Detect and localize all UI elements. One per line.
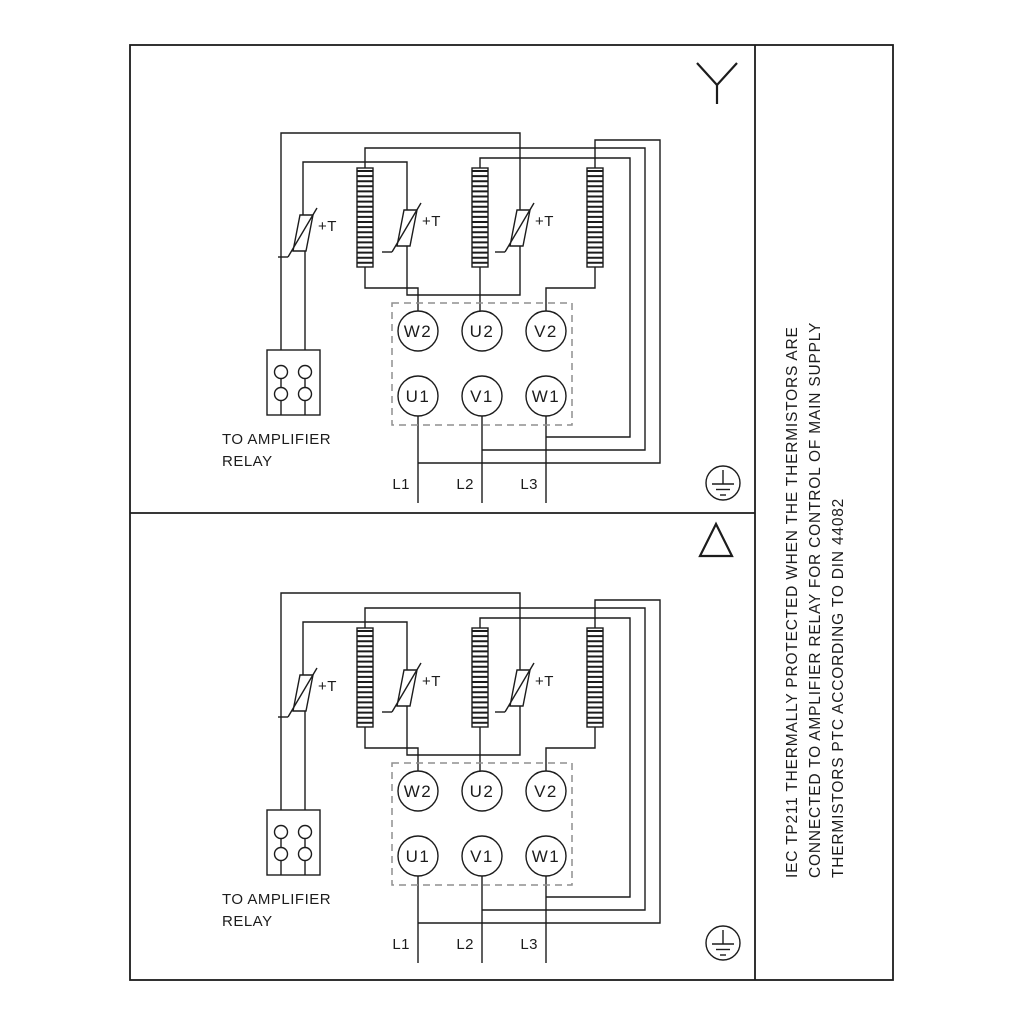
supply-label-l3: L3: [520, 476, 538, 493]
delta-symbol: [698, 521, 734, 558]
thermistor-label: +T: [535, 213, 554, 230]
terminal-v1: [461, 375, 503, 417]
stator-winding-2: [471, 167, 489, 268]
terminal-label-u2: U2: [470, 322, 495, 341]
terminal-label-v1: V1: [470, 387, 494, 406]
star-symbol: [696, 62, 738, 104]
terminal-v2: [525, 770, 567, 812]
thermistor-label: +T: [318, 678, 337, 695]
terminal-v2: [525, 310, 567, 352]
stator-winding-3: [586, 167, 604, 268]
terminal-label-v1: V1: [470, 847, 494, 866]
side-note-line-1: IEC TP211 THERMALLY PROTECTED WHEN THE T…: [784, 326, 801, 878]
relay-note-line-1: TO AMPLIFIER: [222, 891, 331, 908]
ground-icon: [705, 465, 741, 501]
terminal-label-u1: U1: [406, 847, 431, 866]
motor-terminal-block: W2 U2 V2 U1 V1 W1: [391, 302, 573, 426]
terminal-label-u1: U1: [406, 387, 431, 406]
supply-label-l1: L1: [392, 936, 410, 953]
terminal-label-w1: W1: [532, 387, 561, 406]
terminal-block-outline: [391, 762, 573, 886]
relay-note-line-2: RELAY: [222, 453, 273, 470]
relay-terminal: [297, 846, 313, 862]
motor-terminal-block: W2 U2 V2 U1 V1 W1: [391, 762, 573, 886]
thermistor-3: +T: [495, 202, 554, 253]
relay-terminal: [297, 364, 313, 380]
terminal-label-v2: V2: [534, 322, 558, 341]
supply-label-l3: L3: [520, 936, 538, 953]
relay-terminal: [297, 824, 313, 840]
terminal-w2: [397, 310, 439, 352]
supply-label-l2: L2: [456, 936, 474, 953]
terminal-label-w2: W2: [404, 782, 433, 801]
side-note: IEC TP211 THERMALLY PROTECTED WHEN THE T…: [784, 322, 847, 878]
thermistor-label: +T: [422, 673, 441, 690]
relay-terminal: [273, 846, 289, 862]
relay-terminal: [273, 364, 289, 380]
panel-star-connection: +T +T +T TO AMPLIFIER RELAY: [222, 62, 741, 503]
terminal-label-v2: V2: [534, 782, 558, 801]
stator-winding-3: [586, 627, 604, 728]
stator-winding-2: [471, 627, 489, 728]
relay-terminal: [273, 824, 289, 840]
thermistor-2: +T: [382, 202, 441, 253]
amplifier-relay-terminal-block: [266, 349, 321, 416]
stator-winding-1: [356, 627, 374, 728]
thermistor-label: +T: [318, 218, 337, 235]
thermistor-1: +T: [278, 207, 337, 258]
terminal-label-w1: W1: [532, 847, 561, 866]
terminal-u1: [397, 835, 439, 877]
thermistor-label: +T: [422, 213, 441, 230]
side-note-line-3: THERMISTORS PTC ACCORDING TO DIN 44082: [830, 498, 847, 878]
supply-label-l1: L1: [392, 476, 410, 493]
relay-terminal: [297, 386, 313, 402]
terminal-block-outline: [391, 302, 573, 426]
terminal-u2: [461, 770, 503, 812]
terminal-v1: [461, 835, 503, 877]
relay-note-line-1: TO AMPLIFIER: [222, 431, 331, 448]
stator-winding-1: [356, 167, 374, 268]
wiring: [280, 132, 661, 503]
supply-label-l2: L2: [456, 476, 474, 493]
amplifier-relay-terminal-block: [266, 809, 321, 876]
terminal-w1: [525, 835, 567, 877]
terminal-w2: [397, 770, 439, 812]
side-note-line-2: CONNECTED TO AMPLIFIER RELAY FOR CONTROL…: [807, 322, 824, 878]
thermistor-3: +T: [495, 662, 554, 713]
thermistor-1: +T: [278, 667, 337, 718]
terminal-label-u2: U2: [470, 782, 495, 801]
terminal-u2: [461, 310, 503, 352]
terminal-u1: [397, 375, 439, 417]
wiring: [280, 592, 661, 963]
star-symbol-arms: [696, 62, 738, 87]
thermistor-label: +T: [535, 673, 554, 690]
ground-icon: [705, 925, 741, 961]
relay-note-line-2: RELAY: [222, 913, 273, 930]
panel-delta-connection: +T +T +T TO AMPLIFIER RELAY: [222, 521, 741, 963]
thermistor-2: +T: [382, 662, 441, 713]
terminal-label-w2: W2: [404, 322, 433, 341]
terminal-w1: [525, 375, 567, 417]
relay-terminal: [273, 386, 289, 402]
